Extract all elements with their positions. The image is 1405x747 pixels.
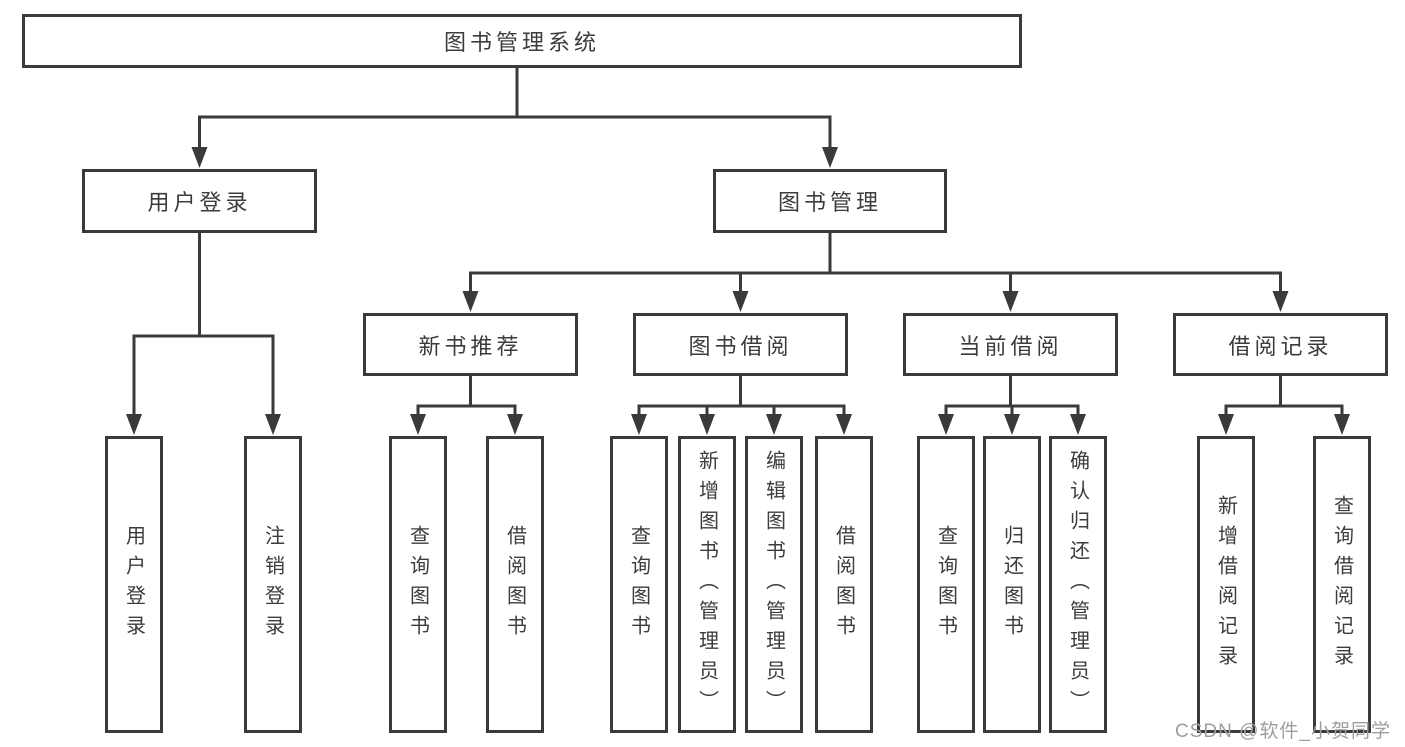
edge-arrow-book-borrow-query-books-borrow xyxy=(631,414,647,435)
edge-arrow-book-borrow-borrow-books-2 xyxy=(836,414,852,435)
node-label-query-books-new: 查询图书 xyxy=(406,524,429,645)
node-login: 用户登录 xyxy=(105,436,163,733)
node-book-mgmt: 图书管理 xyxy=(713,169,947,233)
edge-arrow-book-mgmt-current-borrow xyxy=(1002,291,1019,312)
edge-line-root xyxy=(198,66,832,153)
node-label-book-borrow: 图书借阅 xyxy=(688,333,793,359)
node-label-add-borrow-record: 新增借阅记录 xyxy=(1214,494,1237,675)
edge-arrow-book-mgmt-new-book-rec xyxy=(462,291,479,312)
node-borrow-books-new: 借阅图书 xyxy=(486,436,544,733)
watermark: CSDN @软件_小贺同学 xyxy=(1175,721,1391,742)
node-query-books-current: 查询图书 xyxy=(917,436,975,733)
node-label-root: 图书管理系统 xyxy=(443,30,600,55)
node-label-edit-book: 编辑图书（管理员） xyxy=(762,449,785,720)
edge-line-borrow-records xyxy=(1224,374,1344,420)
edge-arrow-user-login-logout xyxy=(265,414,281,435)
node-root: 图书管理系统 xyxy=(22,14,1022,68)
edge-arrow-current-borrow-query-books-current xyxy=(938,414,954,435)
node-return-book: 归还图书 xyxy=(983,436,1041,733)
node-label-borrow-records: 借阅记录 xyxy=(1228,333,1333,359)
edge-arrow-book-borrow-add-book xyxy=(699,414,715,435)
node-label-query-books-borrow: 查询图书 xyxy=(627,524,650,645)
node-query-borrow-record: 查询借阅记录 xyxy=(1313,436,1371,733)
node-label-query-books-current: 查询图书 xyxy=(934,524,957,645)
node-label-borrow-books-2: 借阅图书 xyxy=(832,524,855,645)
edge-arrow-current-borrow-confirm-return xyxy=(1070,414,1086,435)
edge-arrow-new-book-rec-borrow-books-new xyxy=(507,414,523,435)
edge-line-book-borrow xyxy=(637,374,846,420)
edge-line-new-book-rec xyxy=(416,374,517,420)
node-label-borrow-books-new: 借阅图书 xyxy=(503,524,526,645)
node-new-book-rec: 新书推荐 xyxy=(363,313,578,376)
node-user-login: 用户登录 xyxy=(82,169,317,233)
edge-arrow-borrow-records-query-borrow-record xyxy=(1334,414,1350,435)
edge-arrow-new-book-rec-query-books-new xyxy=(410,414,426,435)
edge-arrow-borrow-records-add-borrow-record xyxy=(1218,414,1234,435)
node-label-current-borrow: 当前借阅 xyxy=(958,333,1063,359)
edge-arrow-root-book-mgmt xyxy=(822,147,838,168)
node-borrow-books-2: 借阅图书 xyxy=(815,436,873,733)
edge-line-current-borrow xyxy=(944,374,1080,420)
edge-arrow-user-login-login xyxy=(126,414,142,435)
node-confirm-return: 确认归还（管理员） xyxy=(1049,436,1107,733)
node-query-books-borrow: 查询图书 xyxy=(610,436,668,733)
node-label-logout: 注销登录 xyxy=(261,524,284,645)
node-add-borrow-record: 新增借阅记录 xyxy=(1197,436,1255,733)
edge-arrow-current-borrow-return-book xyxy=(1004,414,1020,435)
edge-arrow-root-user-login xyxy=(191,147,208,168)
edge-line-book-mgmt xyxy=(469,231,1282,297)
edge-arrow-book-mgmt-book-borrow xyxy=(732,291,749,312)
edge-arrow-book-mgmt-borrow-records xyxy=(1272,291,1289,312)
node-logout: 注销登录 xyxy=(244,436,302,733)
node-label-add-book: 新增图书（管理员） xyxy=(695,449,718,720)
node-borrow-records: 借阅记录 xyxy=(1173,313,1388,376)
edge-line-user-login xyxy=(132,231,275,420)
node-label-return-book: 归还图书 xyxy=(1000,524,1023,645)
node-query-books-new: 查询图书 xyxy=(389,436,447,733)
edge-arrow-book-borrow-edit-book xyxy=(766,414,782,435)
node-edit-book: 编辑图书（管理员） xyxy=(745,436,803,733)
node-label-user-login: 用户登录 xyxy=(147,190,252,215)
node-label-confirm-return: 确认归还（管理员） xyxy=(1066,449,1089,720)
node-label-login: 用户登录 xyxy=(122,524,145,645)
node-add-book: 新增图书（管理员） xyxy=(678,436,736,733)
node-current-borrow: 当前借阅 xyxy=(903,313,1118,376)
node-label-new-book-rec: 新书推荐 xyxy=(418,333,523,359)
node-label-book-mgmt: 图书管理 xyxy=(777,190,882,215)
node-book-borrow: 图书借阅 xyxy=(633,313,848,376)
node-label-query-borrow-record: 查询借阅记录 xyxy=(1330,494,1353,675)
